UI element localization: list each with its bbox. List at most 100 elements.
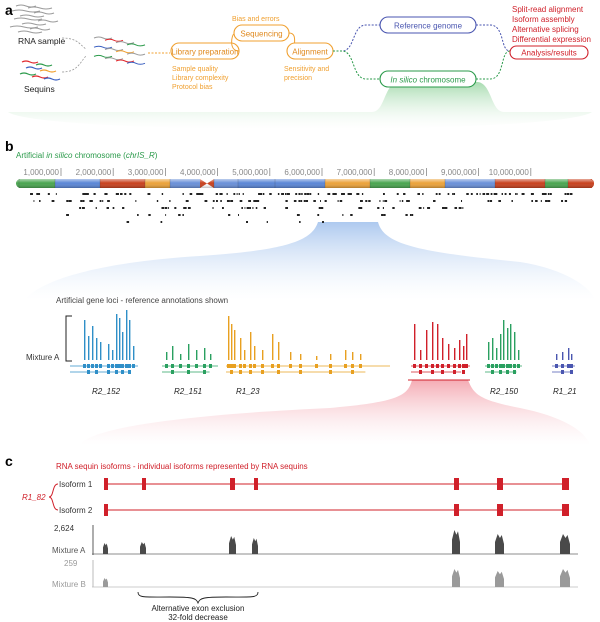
coverage-peak (166, 352, 168, 360)
locus-mark (385, 200, 388, 202)
mixed-read (104, 48, 124, 51)
locus-mark (104, 193, 107, 195)
locus-mark (160, 221, 163, 223)
locus-mark (327, 193, 331, 195)
exon-block (87, 370, 90, 374)
mixture-b-peak (452, 569, 460, 587)
locus-mark (51, 200, 55, 202)
loci-mixture-a-label: Mixture A (26, 353, 60, 362)
locus-mark (320, 207, 324, 209)
locus-mark (168, 207, 170, 209)
locus-mark (305, 200, 309, 202)
locus-mark (317, 193, 320, 195)
mixed-read (115, 59, 135, 63)
coverage-peak (244, 350, 246, 360)
locus-mark (540, 200, 542, 202)
locus-mark (30, 193, 32, 195)
locus-mark (285, 193, 287, 195)
red-zoom-funnel (80, 380, 590, 445)
locus-mark (255, 200, 258, 202)
exon-block (329, 370, 332, 374)
exclusion-brace (137, 591, 259, 605)
coverage-peak (448, 344, 450, 360)
exon-block (491, 364, 494, 368)
locus-mark (285, 200, 288, 202)
in-silico-chromosome (16, 179, 594, 188)
locus-mark (487, 200, 490, 202)
isoform-brace (48, 483, 59, 511)
locus-mark (521, 193, 523, 195)
locus-mark (201, 193, 204, 195)
coverage-peak (290, 352, 292, 360)
locus-mark (396, 193, 399, 195)
coverage-peak (492, 338, 494, 360)
locus-mark (493, 193, 496, 195)
rna-merge-line (61, 37, 87, 50)
exon-block (315, 364, 318, 368)
locus-mark (124, 193, 127, 195)
locus-mark (383, 214, 386, 216)
sequin-read (25, 66, 43, 70)
panel-c-label: c (5, 453, 13, 469)
coverage-peak (210, 354, 212, 360)
locus-mark (228, 214, 231, 216)
exon-block (495, 364, 498, 368)
locus-mark (161, 193, 164, 195)
locus-mark (530, 193, 534, 195)
coverage-peak (96, 338, 98, 360)
locus-mark (379, 200, 381, 202)
locus-mark (433, 200, 436, 202)
locus-mark (313, 200, 316, 202)
exon-block (425, 364, 428, 368)
exon-block (128, 364, 131, 368)
locus-mark (435, 193, 438, 195)
locus-mark (360, 207, 363, 209)
coverage-peak (466, 334, 468, 360)
sequins-label: Sequins (24, 84, 55, 94)
exon-block (513, 364, 516, 368)
exon-block (249, 364, 252, 368)
exon-block (351, 370, 354, 374)
locus-mark (361, 193, 363, 195)
locus-mark (174, 207, 177, 209)
locus-mark (69, 200, 72, 202)
locus-mark (219, 193, 222, 195)
exon-block (261, 364, 264, 368)
locus-mark (365, 200, 368, 202)
coverage-peak (119, 318, 121, 360)
exon-block (87, 364, 90, 368)
locus-mark (483, 193, 485, 195)
locus-mark (106, 207, 109, 209)
locus-mark (547, 193, 550, 195)
locus-mark (183, 207, 186, 209)
locus-mark (212, 200, 215, 202)
locus-mark (102, 200, 104, 202)
locus-mark (458, 207, 462, 209)
locus-label: R1_23 (236, 387, 260, 396)
coverage-peak (108, 344, 110, 360)
locus-mark (263, 207, 266, 209)
coverage-peak (196, 350, 198, 360)
bias-and-errors-label: Bias and errors (232, 16, 280, 23)
rna-read (21, 22, 47, 26)
locus-mark (129, 193, 132, 195)
chromosome-loci-marks (30, 193, 573, 223)
locus-mark (122, 207, 125, 209)
blue-zoom-funnel (25, 222, 595, 300)
coverage-peak (488, 342, 490, 360)
locus-mark (476, 193, 478, 195)
library-preparation-label: Library preparation (171, 48, 238, 57)
locus-mark (215, 193, 218, 195)
exon-block (187, 364, 190, 368)
exon-block (561, 364, 564, 368)
sequin-read (21, 60, 39, 64)
exon-block (513, 370, 516, 374)
locus-mark (382, 200, 384, 202)
exon-block (299, 364, 302, 368)
isoform-2-exon (497, 504, 503, 516)
exclusion-annotation-1: Alternative exon exclusion (152, 604, 245, 613)
coverage-peak (316, 356, 318, 360)
locus-mark (82, 200, 85, 202)
coverage-peak (442, 338, 444, 360)
exon-block (413, 364, 416, 368)
